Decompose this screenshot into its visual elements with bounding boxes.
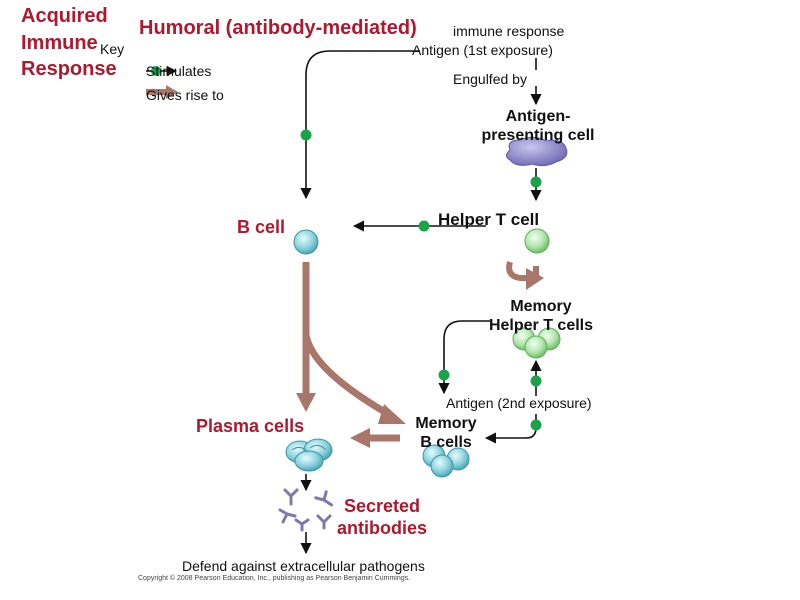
antigen-first-exposure: Antigen (1st exposure) xyxy=(412,42,553,58)
subtitle-red: Humoral (antibody-mediated) xyxy=(139,17,417,39)
antigen-second-exposure: Antigen (2nd exposure) xyxy=(446,395,592,411)
apc-label-line-2: presenting cell xyxy=(481,127,595,144)
secreted-antibodies-line-1: Secreted xyxy=(343,496,421,516)
arrow-bcell-to-plasma xyxy=(296,262,316,412)
arrow-antigen-to-bcell xyxy=(300,50,420,200)
b-cell-label: B cell xyxy=(237,217,286,237)
arrow-antigen2-to-memory-helper xyxy=(530,359,542,396)
copyright-notice: Copyright © 2008 Pearson Education, Inc.… xyxy=(138,575,411,582)
key-stimulates-symbol xyxy=(146,65,178,77)
arrow-bcell-to-memory-b xyxy=(302,334,406,424)
memory-helper-t-cells-shape xyxy=(512,327,561,359)
memory-b-cells-shape xyxy=(422,444,470,478)
helper-t-cell-shape xyxy=(524,228,550,254)
key-gives-rise-symbol xyxy=(146,85,178,99)
title-line-1: Acquired xyxy=(21,5,108,27)
defend-label: Defend against extracellular pathogens xyxy=(182,558,425,574)
engulfed-by-label: Engulfed by xyxy=(453,71,527,87)
apc-label-line-1: Antigen- xyxy=(505,108,571,125)
memory-helper-label-line-2: Helper T cells xyxy=(488,317,594,334)
helper-t-cell-label: Helper T cell xyxy=(438,210,540,229)
plasma-cells-shape xyxy=(285,438,333,472)
arrow-antigen2-to-memory-b xyxy=(484,414,542,444)
arrow-helper-t-to-memory-helper xyxy=(506,261,544,290)
key-gives-rise-label: Gives rise to xyxy=(146,87,224,103)
arrow-helper-t-to-bcell xyxy=(352,220,486,232)
antibodies-shape xyxy=(278,488,333,532)
subtitle-black: immune response xyxy=(453,23,565,39)
key-title: Key xyxy=(100,41,125,57)
secreted-antibodies-line-2: antibodies xyxy=(336,518,427,538)
title-line-2: Immune xyxy=(21,32,98,54)
memory-b-label-line-2: B cells xyxy=(420,434,472,451)
b-cell-shape xyxy=(293,229,319,255)
arrow-memory-b-to-plasma xyxy=(350,428,400,448)
memory-b-label-line-1: Memory xyxy=(415,415,477,432)
plasma-cells-label: Plasma cells xyxy=(196,416,305,436)
key-stimulates-label: Stimulates xyxy=(146,63,212,79)
arrow-memory-helper-to-memory-b xyxy=(438,320,490,395)
memory-helper-label-line-1: Memory xyxy=(510,298,572,315)
arrow-apc-to-helper-t xyxy=(530,168,542,202)
title-line-3: Response xyxy=(21,58,117,80)
apc-cell xyxy=(506,136,568,167)
